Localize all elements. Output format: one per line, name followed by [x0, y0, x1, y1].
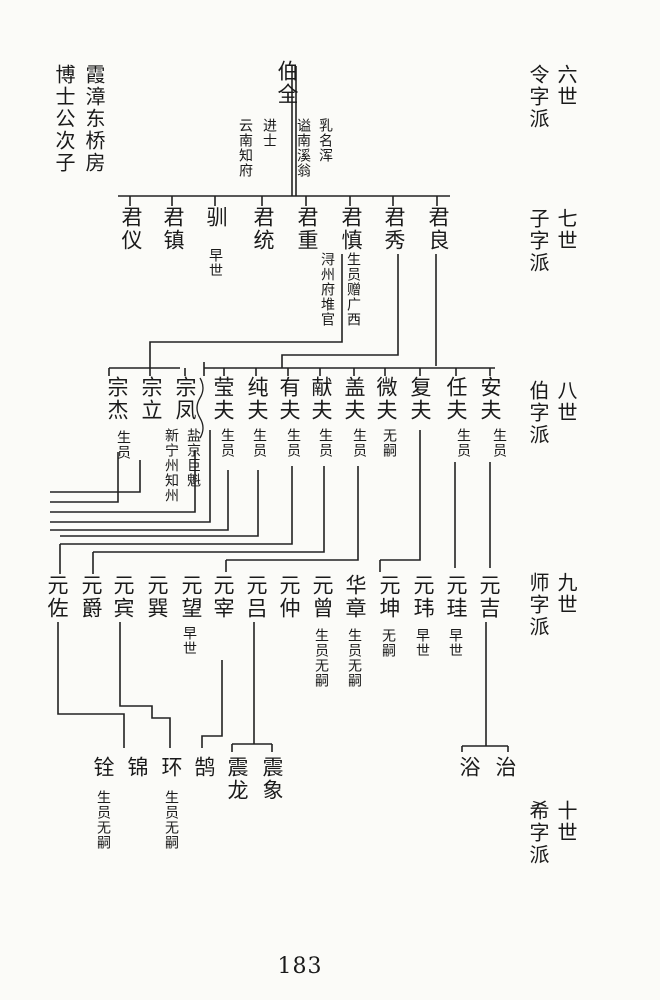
gen9-note: 生员无嗣	[346, 628, 362, 688]
gen8-name: 安夫	[478, 376, 502, 422]
gen9-name: 元曾	[310, 574, 334, 620]
gen7-note: 早世	[207, 248, 223, 278]
gen7-name: 驯	[204, 206, 228, 229]
gen9-pai: 师字派	[526, 572, 550, 638]
gen8-note: 生员	[351, 428, 367, 458]
gen8-name: 宗杰	[105, 376, 129, 422]
gen9-name: 元望	[179, 574, 203, 620]
gen8-name: 宗立	[139, 376, 163, 422]
gen8-note: 生员	[219, 428, 235, 458]
gen8-name: 有夫	[277, 376, 301, 422]
gen7-name: 君良	[426, 206, 450, 252]
gen8-name: 盖夫	[342, 376, 366, 422]
gen10-name: 环	[159, 756, 183, 779]
gen7-name: 君重	[295, 206, 319, 252]
gen9-note: 生员无嗣	[313, 628, 329, 688]
gen9-name: 元巽	[145, 574, 169, 620]
gen6-name: 伯全	[275, 60, 299, 106]
origin-label: 博士公次子	[52, 64, 76, 174]
gen7-pai: 子字派	[526, 208, 550, 274]
gen9-name: 元佐	[45, 574, 69, 620]
gen10-name: 浴	[457, 756, 481, 779]
gen8-name: 献夫	[309, 376, 333, 422]
gen7-note: 浔州府堆官	[319, 252, 335, 327]
gen10-name: 治	[493, 756, 517, 779]
gen9-name: 元珪	[444, 574, 468, 620]
gen9-name: 元玮	[411, 574, 435, 620]
gen7-label: 七世	[554, 208, 578, 252]
gen9-name: 元吕	[244, 574, 268, 620]
gen8-name: 莹夫	[211, 376, 235, 422]
gen9-name: 元吉	[477, 574, 501, 620]
gen10-note: 生员无嗣	[95, 790, 111, 850]
gen10-name: 鹄	[192, 756, 216, 779]
gen9-note: 无嗣	[380, 628, 396, 658]
gen7-name: 君秀	[382, 206, 406, 252]
gen6-pai: 令字派	[526, 64, 550, 130]
gen9-note: 早世	[181, 626, 197, 656]
gen9-name: 元宾	[111, 574, 135, 620]
gen8-name: 复夫	[408, 376, 432, 422]
gen8-note: 新宁州知州	[163, 428, 179, 503]
gen10-name: 铨	[91, 756, 115, 779]
gen8-note: 无嗣	[381, 428, 397, 458]
gen9-name: 元爵	[79, 574, 103, 620]
gen10-pai: 希字派	[526, 800, 550, 866]
page-number: 183	[277, 954, 323, 979]
gen8-name: 任夫	[444, 376, 468, 422]
gen6-note: 云南知府	[237, 118, 253, 178]
gen8-name: 微夫	[374, 376, 398, 422]
gen9-name: 元仲	[277, 574, 301, 620]
gen7-name: 君统	[251, 206, 275, 252]
gen7-name: 君仪	[119, 206, 143, 252]
gen8-name: 宗凤	[173, 376, 197, 422]
gen7-note: 生员赠广西	[345, 252, 361, 327]
house-label: 霞漳东桥房	[82, 64, 106, 174]
gen7-name: 君慎	[339, 206, 363, 252]
gen8-note: 生员	[491, 428, 507, 458]
gen6-note: 乳名浑	[317, 118, 333, 163]
gen8-note: 生员	[251, 428, 267, 458]
gen10-label: 十世	[554, 800, 578, 844]
gen6-note: 谥南溪翁	[295, 118, 311, 178]
gen8-note: 生员	[317, 428, 333, 458]
gen8-note: 生员	[285, 428, 301, 458]
gen9-name: 元宰	[211, 574, 235, 620]
gen10-note: 生员无嗣	[163, 790, 179, 850]
gen8-pai: 伯字派	[526, 380, 550, 446]
gen8-name: 纯夫	[245, 376, 269, 422]
gen9-note: 早世	[447, 628, 463, 658]
gen6-label: 六世	[554, 64, 578, 108]
gen9-name: 元坤	[377, 574, 401, 620]
gen8-note: 生员	[455, 428, 471, 458]
gen8-note: 生员	[115, 430, 131, 460]
gen7-name: 君镇	[161, 206, 185, 252]
gen9-label: 九世	[554, 572, 578, 616]
gen9-name: 华章	[343, 574, 367, 620]
gen6-note: 进士	[261, 118, 277, 148]
gen10-name: 震龙	[225, 756, 249, 802]
gen9-note: 早世	[414, 628, 430, 658]
gen8-note: 盐京巨魁	[185, 428, 201, 488]
gen10-name: 锦	[125, 756, 149, 779]
gen8-label: 八世	[554, 380, 578, 424]
gen10-name: 震象	[260, 756, 284, 802]
